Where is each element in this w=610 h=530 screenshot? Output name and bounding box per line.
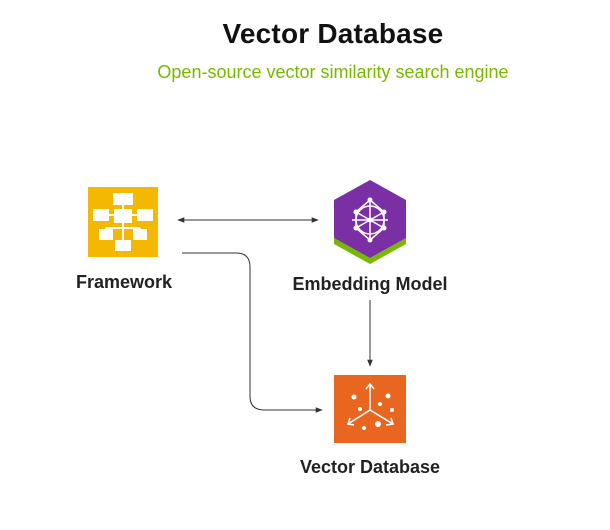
- page-title: Vector Database: [222, 18, 444, 49]
- page-subtitle: Open-source vector similarity search eng…: [157, 62, 509, 82]
- vector-database-node[interactable]: [334, 375, 406, 443]
- edge-framework-vectordb: [182, 252, 323, 413]
- embedding-accent: [334, 238, 406, 264]
- embedding-model-label: Embedding Model: [292, 274, 448, 294]
- framework-label: Framework: [75, 272, 173, 292]
- framework-node[interactable]: [88, 187, 158, 257]
- vector-space-icon: [346, 382, 395, 426]
- flowchart-icon: [93, 193, 153, 251]
- vector-database-label: Vector Database: [299, 457, 441, 477]
- embedding-model-node[interactable]: [334, 180, 406, 264]
